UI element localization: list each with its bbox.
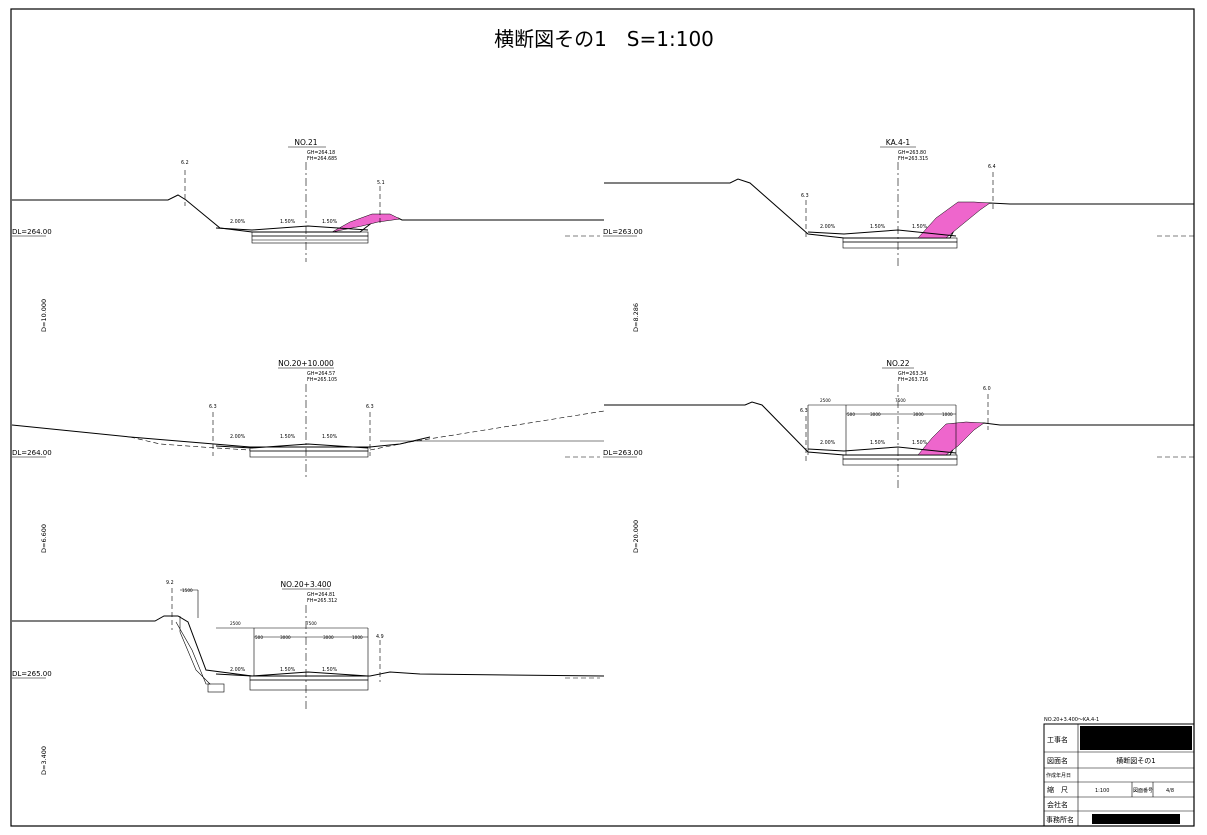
office-label: 事務所名 — [1046, 815, 1074, 824]
section-name: NO.21 — [294, 138, 317, 147]
slope-center-right: 1.50% — [912, 224, 928, 230]
scale-label: 縮 尺 — [1047, 785, 1068, 794]
section-ka4-1: KA.4-1 GH=263.80 FH=263.315 6.3 6.4 2.00… — [603, 138, 1194, 332]
left-width: 6.3 — [209, 404, 217, 410]
formation-height: FH=263.315 — [898, 156, 928, 162]
ground-height: GH=264.18 — [307, 150, 335, 156]
number-label: 図面番号 — [1133, 787, 1153, 794]
right-width: 4.9 — [376, 634, 384, 640]
datum-label: DL=263.00 — [603, 228, 643, 236]
sheet-title: 横断図その1 S=1:100 — [494, 27, 714, 51]
right-width: 6.3 — [366, 404, 374, 410]
slope-center-left: 1.50% — [870, 440, 886, 446]
section-name: NO.20+3.400 — [281, 580, 332, 589]
company-label: 会社名 — [1047, 800, 1068, 809]
formation-height: FH=265.312 — [307, 598, 337, 604]
dim-top-right: 7500 — [306, 621, 317, 626]
dim-sub-4: 1000 — [942, 412, 953, 417]
datum-label: DL=264.00 — [12, 228, 52, 236]
created-label: 作成年月日 — [1046, 772, 1071, 779]
slope-left: 2.00% — [820, 224, 836, 230]
left-width: 6.3 — [800, 408, 808, 414]
distance-label: D=6.600 — [40, 524, 48, 553]
slope-left: 2.00% — [230, 434, 246, 440]
distance-label: D=3.400 — [40, 746, 48, 775]
ground-height: GH=263.34 — [898, 371, 926, 377]
datum-label: DL=263.00 — [603, 449, 643, 457]
section-no22: NO.22 GH=263.34 FH=263.716 2500 7500 500… — [603, 359, 1194, 553]
section-no20-10: NO.20+10.000 GH=264.57 FH=265.105 6.3 6.… — [11, 359, 605, 553]
datum-label: DL=265.00 — [12, 670, 52, 678]
slope-center-right: 1.50% — [322, 219, 338, 225]
dim-sub-1: 500 — [847, 412, 855, 417]
number-value: 4/8 — [1166, 788, 1174, 794]
dim-top-left: 2500 — [230, 621, 241, 626]
left-width: 6.3 — [801, 193, 809, 199]
slope-center-right: 1.50% — [912, 440, 928, 446]
slope-left: 2.00% — [230, 219, 246, 225]
dim-sub-1: 500 — [255, 635, 263, 640]
ground-height: GH=264.81 — [307, 592, 335, 598]
section-name: KA.4-1 — [886, 138, 911, 147]
ground-height: GH=263.80 — [898, 150, 926, 156]
dim-sub-3: 3000 — [913, 412, 924, 417]
office-name-redacted — [1092, 814, 1180, 824]
right-width: 6.0 — [983, 386, 991, 392]
section-no21: NO.21 GH=264.18 FH=264.685 6.2 5.1 2.00%… — [12, 138, 604, 332]
distance-label: D=8.286 — [632, 303, 640, 332]
slope-center-left: 1.50% — [280, 434, 296, 440]
dim-sub-2: 3000 — [870, 412, 881, 417]
slope-center-left: 1.50% — [280, 667, 296, 673]
right-width: 6.4 — [988, 164, 996, 170]
slope-center-right: 1.50% — [322, 434, 338, 440]
slope-left: 2.00% — [820, 440, 836, 446]
drawing-range: NO.20+3.400～KA.4-1 — [1044, 717, 1099, 723]
section-name: NO.20+10.000 — [278, 359, 334, 368]
ground-height: GH=264.57 — [307, 371, 335, 377]
left-width: 6.2 — [181, 160, 189, 166]
dim-top-left: 2500 — [820, 398, 831, 403]
wall-width: 1500 — [182, 588, 193, 593]
sheet-border — [10, 8, 1195, 827]
title-block: NO.20+3.400～KA.4-1 工事名 図面名 横断図その1 作成年月日 … — [1043, 717, 1195, 827]
distance-label: D=10.000 — [40, 299, 48, 332]
formation-height: FH=264.685 — [307, 156, 337, 162]
dim-sub-4: 1000 — [352, 635, 363, 640]
right-width: 5.1 — [377, 180, 385, 186]
project-label: 工事名 — [1047, 735, 1068, 744]
slope-center-left: 1.50% — [870, 224, 886, 230]
left-width: 9.2 — [166, 580, 174, 586]
section-name: NO.22 — [886, 359, 909, 368]
scale-value: 1:100 — [1095, 788, 1109, 794]
slope-center-right: 1.50% — [322, 667, 338, 673]
formation-height: FH=265.105 — [307, 377, 337, 383]
formation-height: FH=263.716 — [898, 377, 928, 383]
dim-top-right: 7500 — [895, 398, 906, 403]
section-no20-3: NO.20+3.400 GH=264.81 FH=265.312 1500 25… — [12, 580, 605, 775]
slope-left: 2.00% — [230, 667, 246, 673]
distance-label: D=20.000 — [632, 520, 640, 553]
drawing-name-label: 図面名 — [1047, 756, 1068, 765]
drawing-name: 横断図その1 — [1116, 756, 1155, 765]
slope-center-left: 1.50% — [280, 219, 296, 225]
datum-label: DL=264.00 — [12, 449, 52, 457]
project-name-redacted — [1080, 726, 1192, 750]
dim-sub-2: 3000 — [280, 635, 291, 640]
dim-sub-3: 3000 — [323, 635, 334, 640]
